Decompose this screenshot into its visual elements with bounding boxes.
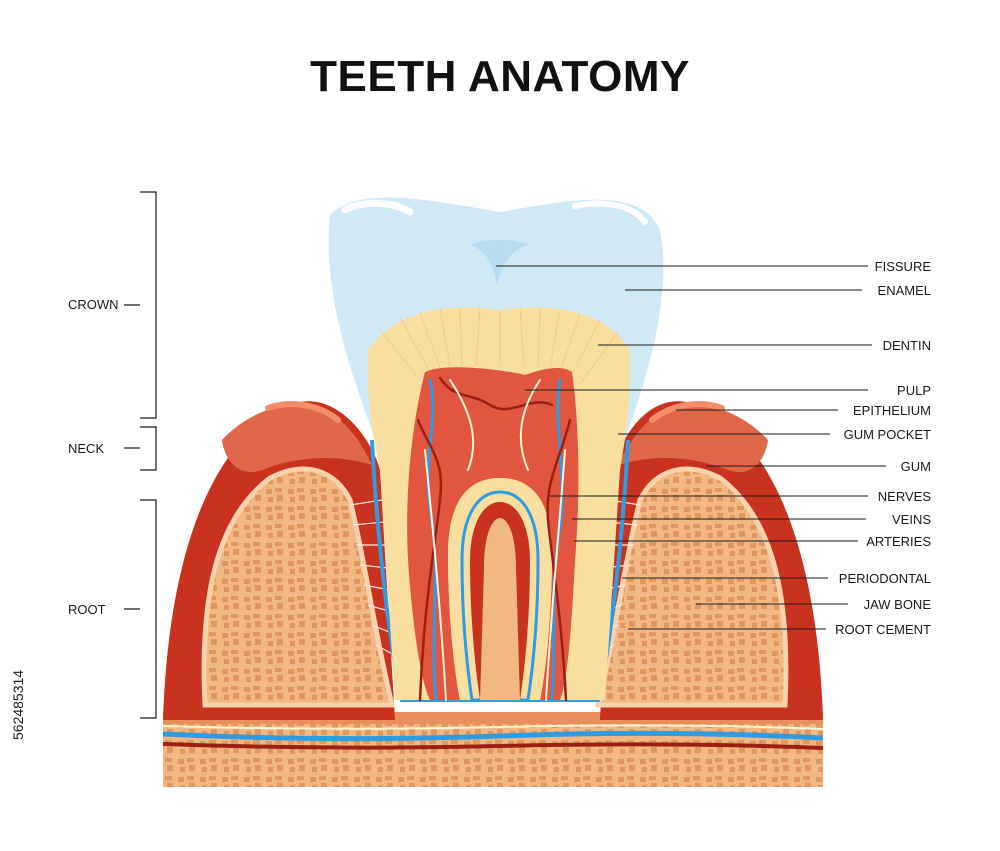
label-enamel: ENAMEL [878, 283, 931, 298]
label-arteries: ARTERIES [866, 534, 931, 549]
label-periodontal: PERIODONTAL [839, 571, 931, 586]
tooth [328, 197, 664, 702]
section-label-root: ROOT [68, 602, 106, 617]
stock-id-text: 562485314 [10, 669, 26, 740]
label-dentin: DENTIN [883, 338, 931, 353]
page-title: TEETH ANATOMY [310, 52, 690, 101]
jaw-bone-left [201, 466, 396, 708]
label-nerves: NERVES [878, 489, 932, 504]
label-gum: GUM [901, 459, 931, 474]
label-epithelium: EPITHELIUM [853, 403, 931, 418]
label-veins: VEINS [892, 512, 931, 527]
section-label-crown: CROWN [68, 297, 119, 312]
label-pulp: PULP [897, 383, 931, 398]
leader-lines [496, 265, 886, 630]
label-gum-pocket: GUM POCKET [844, 427, 931, 442]
label-root-cement: ROOT CEMENT [835, 622, 931, 637]
neck-bracket [124, 426, 157, 471]
section-brackets [124, 191, 157, 719]
root-bracket [124, 499, 157, 719]
label-fissure: FISSURE [875, 259, 932, 274]
fissure-shape [470, 239, 528, 285]
stock-id-watermark: 562485314 [8, 612, 28, 742]
jaw-base [162, 712, 824, 787]
label-jaw-bone: JAW BONE [864, 597, 932, 612]
section-label-neck: NECK [68, 441, 104, 456]
pulp-chamber [407, 367, 579, 700]
jaw-bone-right [594, 466, 789, 708]
part-labels: FISSURE ENAMEL DENTIN PULP EPITHELIUM GU… [835, 259, 931, 637]
crown-bracket [124, 191, 157, 419]
